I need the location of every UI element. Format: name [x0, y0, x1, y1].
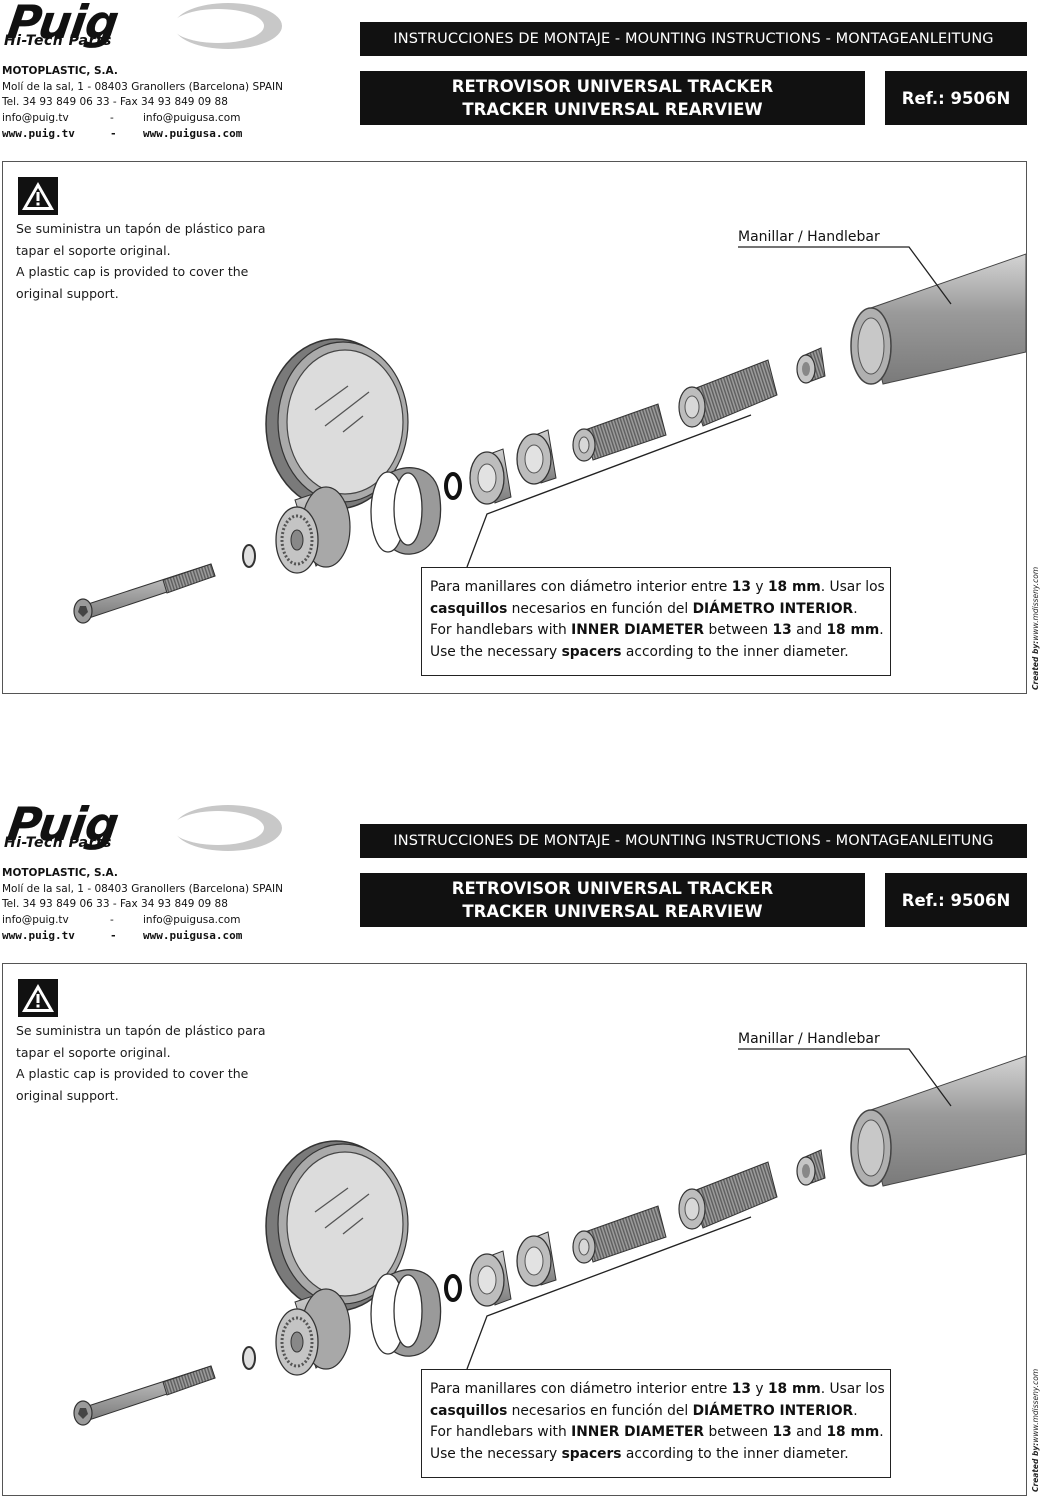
separator: - — [110, 929, 117, 942]
email-link-1[interactable]: info@puig.tv — [2, 913, 69, 926]
large-expander-part — [678, 359, 778, 428]
note-leader-line — [466, 414, 752, 568]
product-title-es: RETROVISOR UNIVERSAL TRACKER — [451, 77, 774, 96]
small-expander-part — [572, 403, 667, 462]
reference-bar: Ref.: 9506N — [885, 873, 1027, 927]
instructions-bar: INSTRUCCIONES DE MONTAJE - MOUNTING INST… — [360, 824, 1027, 858]
large-expander-part — [678, 1161, 778, 1230]
exploded-assembly-diagram — [73, 246, 1026, 624]
company-webs: www.puig.tv - www.puigusa.com — [2, 126, 283, 142]
handlebar-tube — [850, 253, 1026, 385]
web-link-1[interactable]: www.puig.tv — [2, 127, 75, 140]
web-link-2[interactable]: www.puigusa.com — [143, 127, 243, 140]
exploded-assembly-diagram — [73, 1048, 1026, 1426]
company-address: Molí de la sal, 1 - 08403 Granollers (Ba… — [2, 882, 283, 895]
note-leader-line — [466, 1216, 752, 1370]
separator: - — [110, 913, 114, 926]
email-link-2[interactable]: info@puigusa.com — [143, 111, 241, 124]
handlebar-leader-line — [738, 246, 952, 305]
credit-text: Created by:www.mdisseny.com — [1031, 1368, 1040, 1492]
product-title-en: TRACKER UNIVERSAL REARVIEW — [462, 100, 763, 119]
instruction-sheet-1: Puig Hi-Tech Parts MOTOPLASTIC, S.A. Mol… — [0, 0, 1045, 700]
plastic-cap-note: Se suministra un tapón de plástico para … — [16, 221, 266, 301]
company-info: MOTOPLASTIC, S.A. Molí de la sal, 1 - 08… — [2, 866, 283, 944]
bar-end-weight-part — [275, 1288, 351, 1376]
diagram-frame: Se suministra un tapón de plástico para … — [2, 963, 1027, 1496]
o-ring-part — [444, 1274, 462, 1302]
note-line-4: Use the necessary spacers according to t… — [430, 1445, 849, 1462]
note-line-3: For handlebars with INNER DIAMETER betwe… — [430, 1424, 884, 1440]
note-line-4: Use the necessary spacers according to t… — [430, 643, 849, 660]
logo-subtitle: Hi-Tech Parts — [4, 33, 112, 49]
puig-logo: Puig Hi-Tech Parts — [0, 797, 285, 860]
small-expander-part — [572, 1205, 667, 1264]
logo-swoosh-icon — [172, 805, 282, 851]
company-info: MOTOPLASTIC, S.A. Molí de la sal, 1 - 08… — [2, 64, 283, 142]
reference-bar: Ref.: 9506N — [885, 71, 1027, 125]
company-webs: www.puig.tv - www.puigusa.com — [2, 928, 283, 944]
warning-icon — [18, 979, 58, 1017]
plastic-cap-note: Se suministra un tapón de plástico para … — [16, 1023, 266, 1103]
spacer-part-1 — [469, 448, 512, 505]
plastic-cap-part — [796, 347, 826, 384]
company-emails: info@puig.tv - info@puigusa.com — [2, 111, 283, 127]
note-line-2: casquillos necesarios en función del DIÁ… — [430, 1402, 858, 1419]
email-link-2[interactable]: info@puigusa.com — [143, 913, 241, 926]
email-link-1[interactable]: info@puig.tv — [2, 111, 69, 124]
spacer-part-1 — [469, 1250, 512, 1307]
logo-swoosh-icon — [172, 3, 282, 49]
o-ring-part — [444, 472, 462, 500]
logo-subtitle: Hi-Tech Parts — [4, 835, 112, 851]
separator: - — [110, 111, 114, 124]
instruction-sheet-2: Puig Hi-Tech Parts MOTOPLASTIC, S.A. Mol… — [0, 797, 1045, 1502]
company-phone: Tel. 34 93 849 06 33 - Fax 34 93 849 09 … — [2, 96, 228, 108]
company-name: MOTOPLASTIC, S.A. — [2, 867, 118, 879]
puig-logo: Puig Hi-Tech Parts — [0, 0, 285, 58]
credit-text: Created by:www.mdisseny.com — [1031, 566, 1040, 690]
diagram-frame: Se suministra un tapón de plástico para … — [2, 161, 1027, 694]
handlebar-label: Manillar / Handlebar — [738, 229, 880, 245]
diameter-note-box: Para manillares con diámetro interior en… — [421, 567, 891, 676]
handlebar-leader-line — [738, 1048, 952, 1107]
handlebar-tube — [850, 1055, 1026, 1187]
company-address: Molí de la sal, 1 - 08403 Granollers (Ba… — [2, 80, 283, 93]
warning-icon — [18, 177, 58, 215]
handlebar-label: Manillar / Handlebar — [738, 1031, 880, 1047]
spacer-part-2 — [516, 1231, 557, 1287]
round-mirror-part — [265, 338, 442, 555]
separator: - — [110, 127, 117, 140]
allen-bolt-part — [73, 1365, 216, 1426]
diameter-note-box: Para manillares con diámetro interior en… — [421, 1369, 891, 1478]
product-title-bar: RETROVISOR UNIVERSAL TRACKER TRACKER UNI… — [360, 71, 865, 125]
company-name: MOTOPLASTIC, S.A. — [2, 65, 118, 77]
company-emails: info@puig.tv - info@puigusa.com — [2, 913, 283, 929]
web-link-1[interactable]: www.puig.tv — [2, 929, 75, 942]
company-phone: Tel. 34 93 849 06 33 - Fax 34 93 849 09 … — [2, 898, 228, 910]
round-mirror-part — [265, 1140, 442, 1357]
washer-part — [242, 544, 256, 568]
washer-part — [242, 1346, 256, 1370]
product-title-en: TRACKER UNIVERSAL REARVIEW — [462, 902, 763, 921]
product-title-bar: RETROVISOR UNIVERSAL TRACKER TRACKER UNI… — [360, 873, 865, 927]
note-line-2: casquillos necesarios en función del DIÁ… — [430, 600, 858, 617]
spacer-part-2 — [516, 429, 557, 485]
product-title-es: RETROVISOR UNIVERSAL TRACKER — [451, 879, 774, 898]
note-line-1: Para manillares con diámetro interior en… — [430, 579, 885, 595]
allen-bolt-part — [73, 563, 216, 624]
note-line-1: Para manillares con diámetro interior en… — [430, 1381, 885, 1397]
note-line-3: For handlebars with INNER DIAMETER betwe… — [430, 622, 884, 638]
plastic-cap-part — [796, 1149, 826, 1186]
instructions-bar: INSTRUCCIONES DE MONTAJE - MOUNTING INST… — [360, 22, 1027, 56]
bar-end-weight-part — [275, 486, 351, 574]
web-link-2[interactable]: www.puigusa.com — [143, 929, 243, 942]
